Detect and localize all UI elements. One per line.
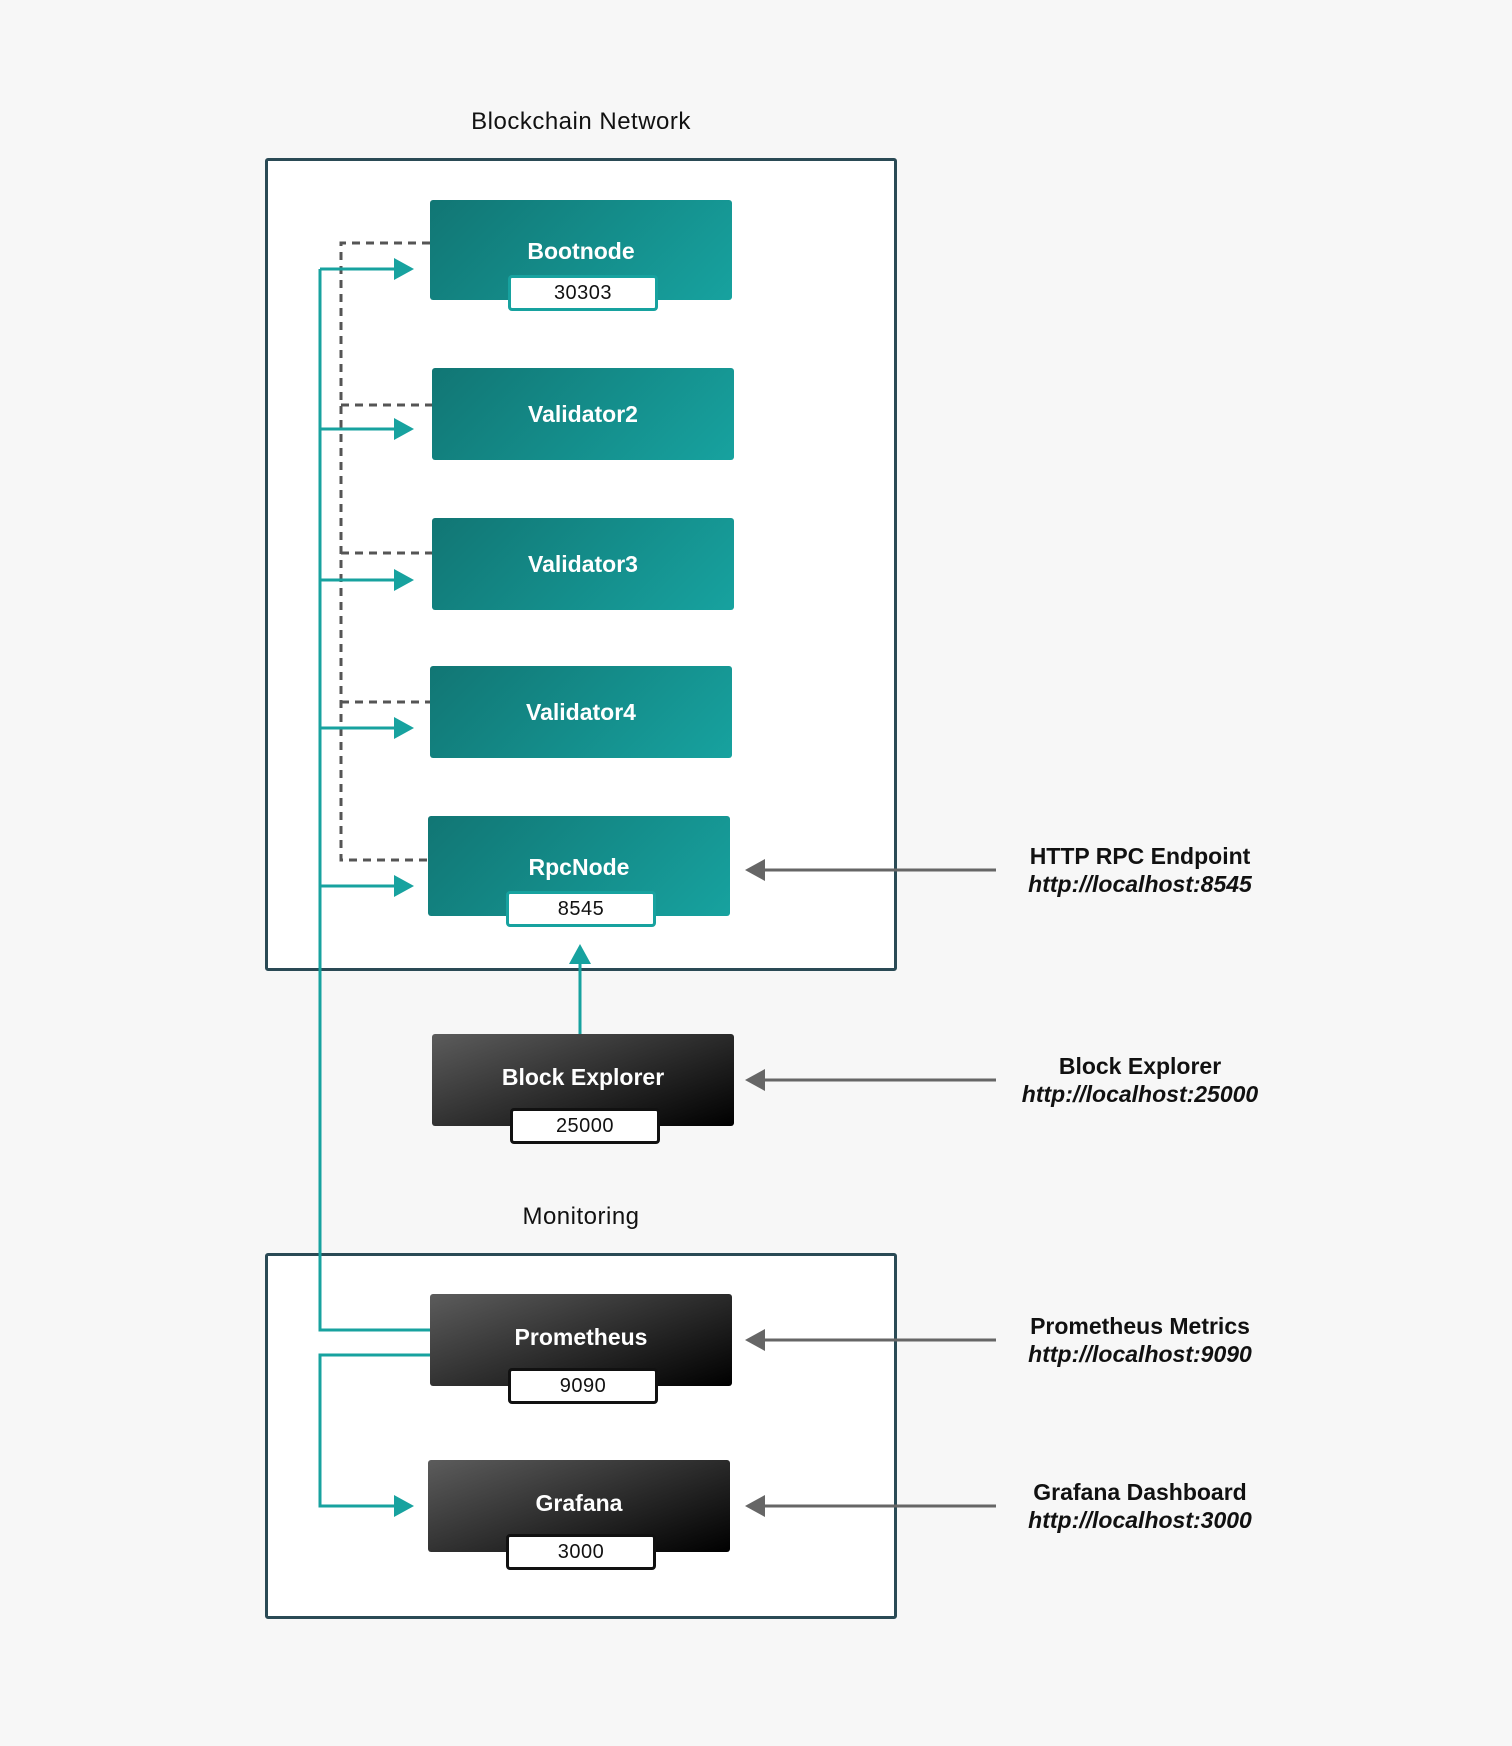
monitoring-title: Monitoring — [522, 1203, 640, 1230]
rpcnode-label: RpcNode — [528, 854, 630, 880]
scrape-trunk — [318, 269, 430, 1332]
grafana-endpoint: Grafana Dashboard http://localhost:3000 — [990, 1478, 1290, 1534]
validator4-label: Validator4 — [526, 698, 636, 725]
validator4-box[interactable]: Validator4 — [430, 666, 732, 758]
rpc-endpoint-url[interactable]: http://localhost:8545 — [1028, 871, 1252, 897]
bootnode-port: 30303 — [508, 275, 658, 311]
rpc-endpoint-title: HTTP RPC Endpoint — [1029, 843, 1251, 869]
explorer-endpoint-url[interactable]: http://localhost:25000 — [1021, 1081, 1259, 1107]
prometheus-endpoint: Prometheus Metrics http://localhost:9090 — [990, 1312, 1290, 1368]
bootnode-label: Bootnode — [527, 238, 635, 264]
block-explorer-label: Block Explorer — [501, 1064, 665, 1090]
prometheus-label: Prometheus — [514, 1324, 648, 1350]
validator3-label: Validator3 — [528, 550, 638, 577]
prometheus-port: 9090 — [508, 1368, 658, 1404]
grafana-port: 3000 — [506, 1534, 656, 1570]
explorer-endpoint-title: Block Explorer — [1058, 1053, 1222, 1079]
block-explorer-port: 25000 — [510, 1108, 660, 1144]
grafana-endpoint-url[interactable]: http://localhost:3000 — [1028, 1507, 1252, 1533]
rpcnode-port: 8545 — [506, 891, 656, 927]
teal-arrowheads — [394, 258, 591, 1517]
validator2-label: Validator2 — [528, 400, 638, 427]
explorer-endpoint: Block Explorer http://localhost:25000 — [990, 1052, 1290, 1108]
validator3-box[interactable]: Validator3 — [432, 518, 734, 610]
grafana-endpoint-title: Grafana Dashboard — [1033, 1479, 1247, 1505]
grafana-label: Grafana — [535, 1490, 623, 1516]
peer-dashed-lines — [339, 241, 432, 862]
scrape-lines — [318, 267, 582, 1508]
external-arrows — [760, 868, 996, 1508]
prometheus-endpoint-url[interactable]: http://localhost:9090 — [1028, 1341, 1252, 1367]
rpc-endpoint: HTTP RPC Endpoint http://localhost:8545 — [990, 842, 1290, 898]
prometheus-to-grafana — [318, 1353, 430, 1508]
prometheus-endpoint-title: Prometheus Metrics — [1030, 1313, 1250, 1339]
validator2-box[interactable]: Validator2 — [432, 368, 734, 460]
blockchain-network-title: Blockchain Network — [471, 108, 691, 135]
block-explorer-box[interactable]: Block Explorer — [432, 1034, 734, 1126]
external-arrowheads — [745, 859, 765, 1517]
